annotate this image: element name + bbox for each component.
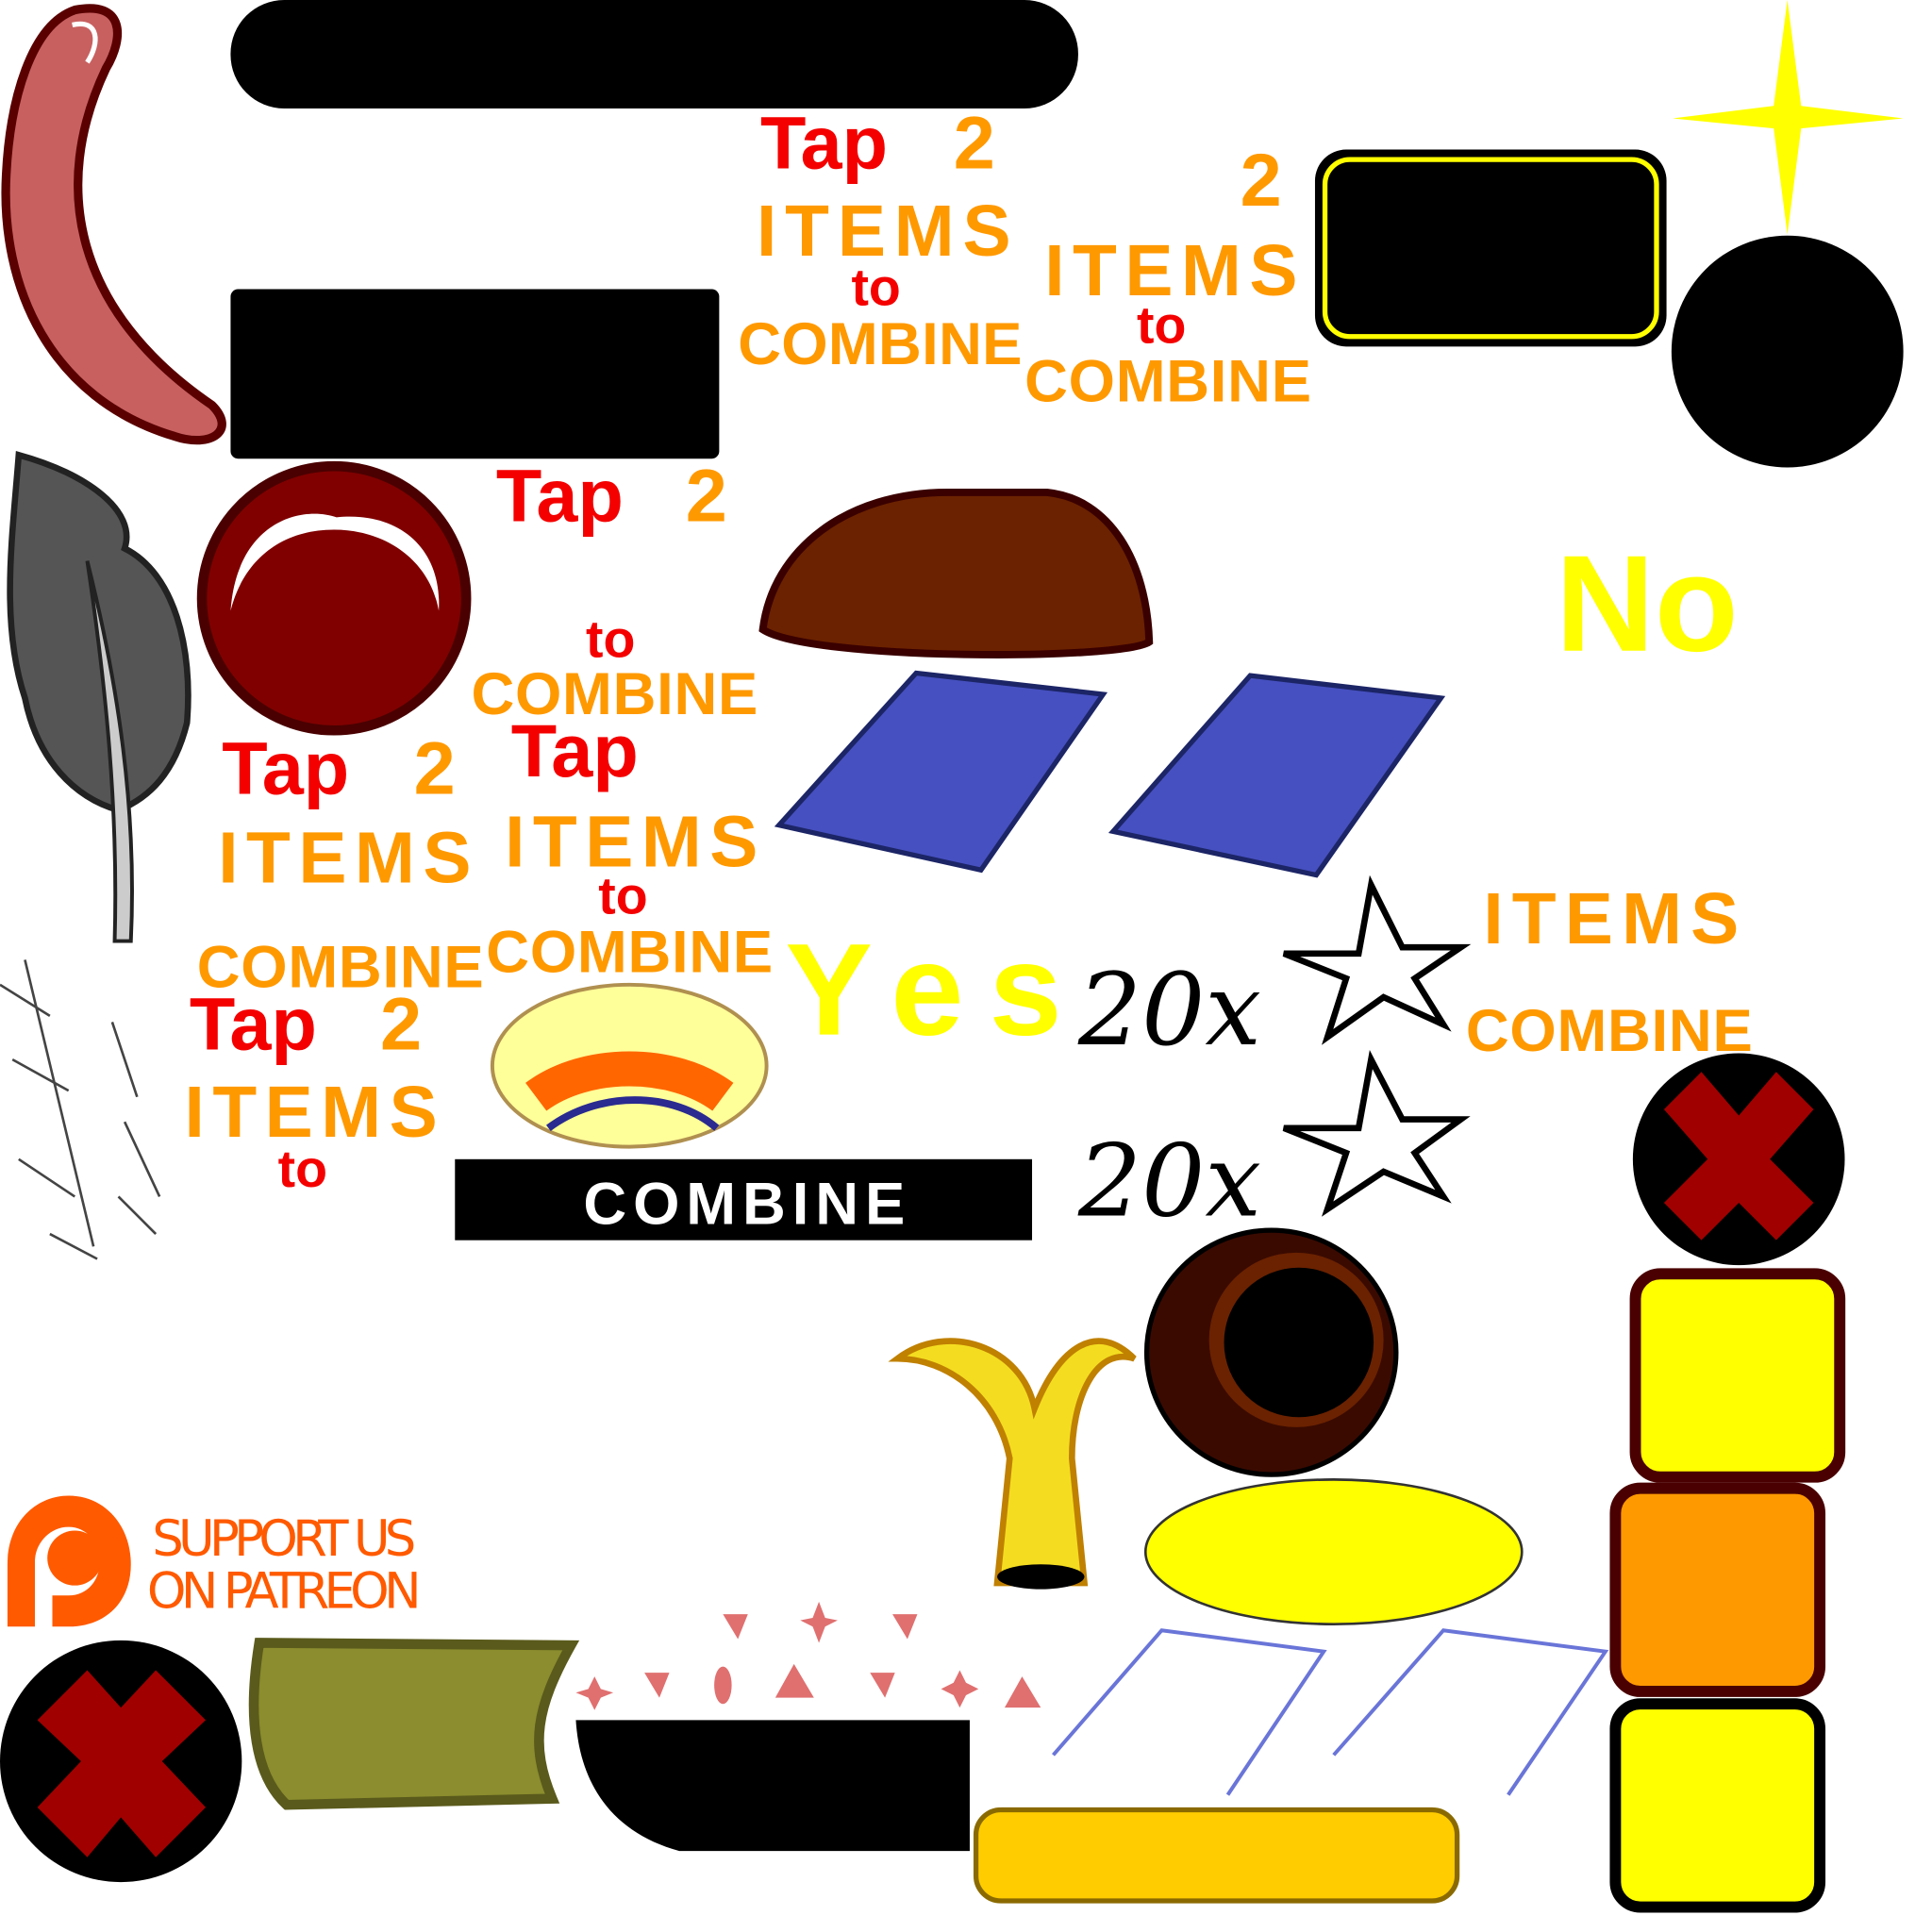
headdress-icon (490, 982, 769, 1149)
blue-card (774, 670, 1108, 874)
card-outline (1051, 1628, 1327, 1796)
combine-label: COMBINE (738, 311, 1022, 377)
dialog-panel (1314, 149, 1667, 347)
to-label: to (1137, 295, 1186, 354)
yellow-tile (1629, 1268, 1846, 1483)
patreon-line2: ON PATREON (147, 1562, 422, 1620)
to-label: to (278, 1140, 327, 1198)
yellow-tile (1609, 1698, 1826, 1913)
yellow-ellipse (1143, 1478, 1524, 1625)
yes-label: Yes (785, 917, 1061, 1063)
tap-label: Tap (760, 100, 888, 184)
combine-bar (455, 1158, 1033, 1241)
two-label: 2 (414, 726, 456, 810)
patreon-line1: SUPPORT US (152, 1510, 416, 1568)
combine-bar-label: COMBINE (583, 1172, 905, 1238)
two-label: 2 (686, 453, 727, 537)
brown-panel (758, 488, 1154, 658)
hook-icon (1, 4, 226, 445)
black-circle (1671, 235, 1904, 468)
twenty-x-label: 20x (1077, 1123, 1261, 1239)
items-label: ITEMS (505, 802, 758, 882)
combine-label: COMBINE (197, 934, 484, 1000)
combine-label: COMBINE (486, 920, 773, 986)
tap-label: Tap (496, 453, 624, 537)
jester-hat-icon (888, 1338, 1137, 1590)
to-label: to (851, 258, 900, 317)
to-label: to (598, 867, 647, 925)
twenty-x-label: 20x (1077, 952, 1261, 1068)
blue-card (1108, 673, 1446, 878)
close-x-icon (0, 1640, 242, 1883)
tap-label: Tap (222, 726, 349, 810)
orange-tile (1609, 1482, 1826, 1697)
tap-label: Tap (190, 982, 317, 1066)
patreon-logo-icon (7, 1495, 131, 1627)
black-pill-panel (230, 0, 1078, 108)
olive-banner (248, 1638, 580, 1810)
star-small-icon (575, 1601, 979, 1710)
items-label: ITEMS (185, 1073, 438, 1153)
black-ribbon (575, 1720, 970, 1852)
gold-bar (973, 1807, 1460, 1904)
two-label: 2 (380, 982, 422, 1066)
items-label: ITEMS (757, 192, 1011, 272)
two-label: 2 (1241, 138, 1282, 222)
arrow-icon (714, 1663, 1041, 1708)
feather-icon (7, 451, 192, 943)
tap-label: Tap (511, 708, 639, 792)
sparkle-icon (1673, 0, 1904, 235)
combine-label: COMBINE (1466, 998, 1753, 1064)
round-red-button (196, 460, 472, 736)
card-outline (1332, 1628, 1609, 1796)
goblet-icon (644, 1614, 918, 1698)
star-icon (1282, 1050, 1471, 1217)
items-label: ITEMS (218, 818, 471, 898)
combine-label: COMBINE (471, 661, 758, 727)
two-label: 2 (954, 100, 995, 184)
pot-icon (1143, 1227, 1399, 1477)
items-label: ITEMS (1483, 879, 1739, 959)
no-label: No (1556, 526, 1739, 680)
items-label: ITEMS (1044, 231, 1297, 311)
combine-label: COMBINE (1024, 348, 1311, 414)
close-x-icon (1632, 1053, 1845, 1266)
black-rect-panel (230, 289, 720, 459)
star-icon (1282, 874, 1472, 1045)
to-label: to (586, 609, 635, 668)
feather-sketch-icon (0, 959, 161, 1260)
